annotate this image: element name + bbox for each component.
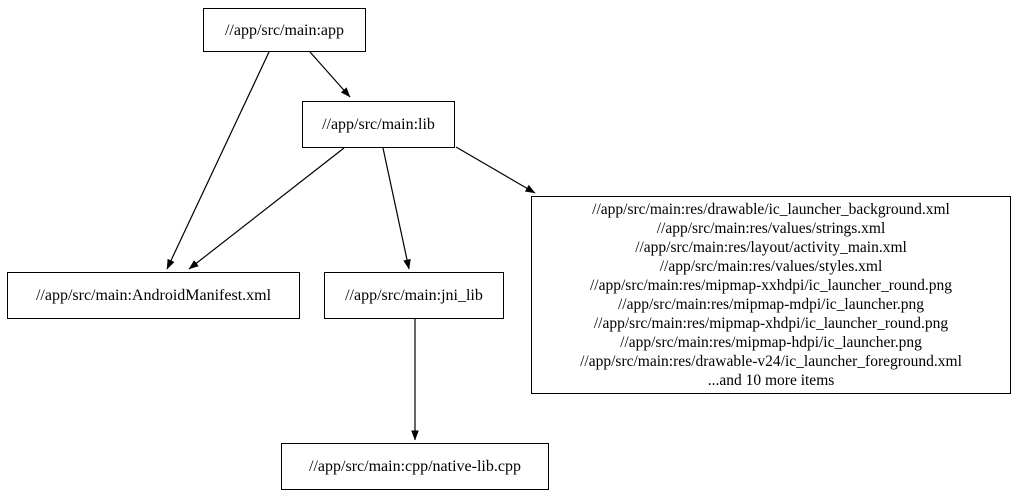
- edge-lib-to-res-group: [455, 146, 536, 194]
- graph-node-app: //app/src/main:app: [203, 8, 366, 52]
- node-label-line: //app/src/main:res/layout/activity_main.…: [635, 239, 907, 256]
- node-label-line: //app/src/main:res/mipmap-mdpi/ic_launch…: [617, 296, 925, 313]
- node-label-line: //app/src/main:res/drawable/ic_launcher_…: [592, 201, 950, 218]
- node-label: //app/src/main:cpp/native-lib.cpp: [309, 458, 521, 475]
- graph-node-manifest: //app/src/main:AndroidManifest.xml: [7, 272, 300, 319]
- node-label-line: //app/src/main:res/mipmap-xxhdpi/ic_laun…: [589, 277, 952, 294]
- node-label-line: //app/src/main:res/values/styles.xml: [659, 258, 883, 275]
- node-label: //app/src/main:lib: [322, 116, 435, 133]
- graph-node-jni-lib: //app/src/main:jni_lib: [324, 272, 504, 319]
- graph-node-res-group: //app/src/main:res/drawable/ic_launcher_…: [531, 196, 1011, 394]
- node-label-line: //app/src/main:res/mipmap-xhdpi/ic_launc…: [593, 315, 949, 332]
- graph-node-native-lib: //app/src/main:cpp/native-lib.cpp: [281, 443, 549, 490]
- node-label-line: //app/src/main:res/mipmap-hdpi/ic_launch…: [620, 334, 922, 351]
- edge-app-to-lib: [309, 51, 351, 98]
- node-label-line: ...and 10 more items: [707, 372, 835, 389]
- edge-app-to-manifest: [166, 51, 270, 270]
- edge-lib-to-manifest: [188, 147, 345, 270]
- node-label-lines: //app/src/main:res/drawable/ic_launcher_…: [532, 200, 1010, 390]
- node-label-line: //app/src/main:res/drawable-v24/ic_launc…: [580, 353, 962, 370]
- node-label-line: //app/src/main:res/values/strings.xml: [656, 220, 886, 237]
- edge-lib-to-jni-lib: [382, 147, 411, 270]
- node-label: //app/src/main:AndroidManifest.xml: [35, 287, 272, 304]
- node-label: //app/src/main:jni_lib: [345, 287, 483, 304]
- graph-node-lib: //app/src/main:lib: [302, 101, 455, 148]
- node-label: //app/src/main:app: [224, 21, 345, 39]
